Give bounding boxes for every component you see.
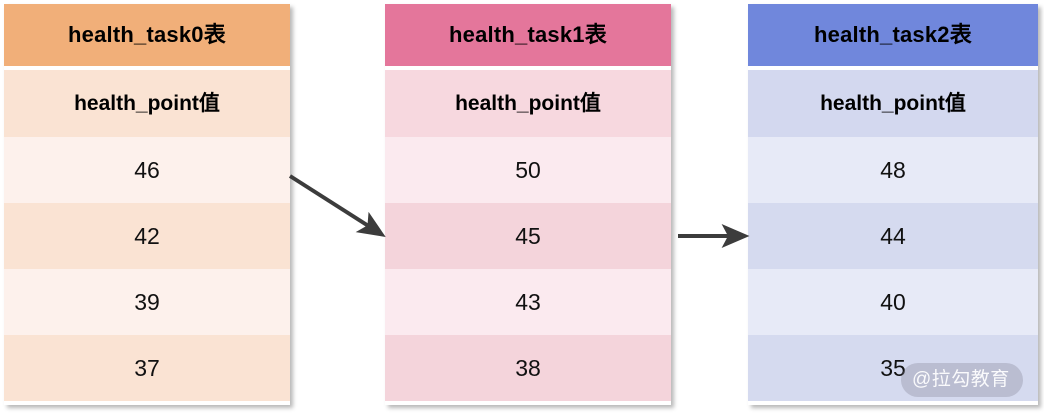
- table-row: 35: [748, 335, 1038, 401]
- table-title-health-task2: health_task2表: [748, 4, 1038, 66]
- table-row: 43: [385, 269, 671, 335]
- column-header-health-task0: health_point值: [4, 70, 290, 137]
- table-card-health-task0: health_task0表 health_point值 46 42 39 37: [4, 4, 290, 405]
- table-title-health-task1: health_task1表: [385, 4, 671, 66]
- table-row: 39: [4, 269, 290, 335]
- table-row: 48: [748, 137, 1038, 203]
- column-header-health-task2: health_point值: [748, 70, 1038, 137]
- table-header-divider: [4, 66, 290, 70]
- column-header-health-task1: health_point值: [385, 70, 671, 137]
- table-row: 50: [385, 137, 671, 203]
- table-row: 37: [4, 335, 290, 401]
- table-card-health-task1: health_task1表 health_point值 50 45 43 38: [385, 4, 671, 405]
- table-card-health-task2: health_task2表 health_point值 48 44 40 35: [748, 4, 1038, 405]
- table-row: 38: [385, 335, 671, 401]
- table-row: 45: [385, 203, 671, 269]
- table-row: 46: [4, 137, 290, 203]
- table-row: 42: [4, 203, 290, 269]
- table-header-divider: [748, 66, 1038, 70]
- table-row: 40: [748, 269, 1038, 335]
- arrow-task0-to-task1: [288, 174, 386, 238]
- watermark-label: @拉勾教育: [901, 363, 1023, 397]
- table-header-divider: [385, 66, 671, 70]
- table-title-health-task0: health_task0表: [4, 4, 290, 66]
- table-row: 44: [748, 203, 1038, 269]
